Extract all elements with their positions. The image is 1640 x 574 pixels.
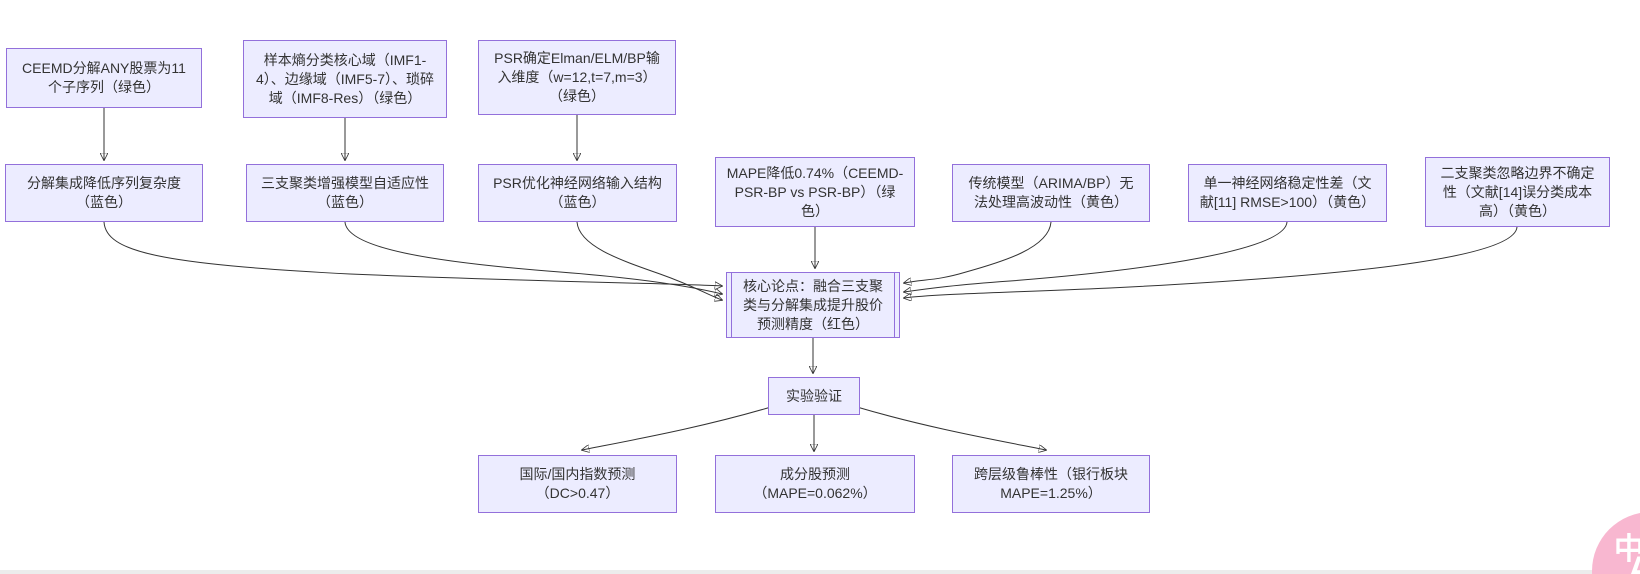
translate-button[interactable]: 中 A — [1592, 512, 1640, 574]
node-label: 二支聚类忽略边界不确定性（文献[14]误分类成本高）（黄色） — [1440, 164, 1595, 219]
node-two-way-clustering: 二支聚类忽略边界不确定性（文献[14]误分类成本高）（黄色） — [1425, 157, 1610, 227]
edge-twoway-to-core — [904, 226, 1518, 298]
node-single-network: 单一神经网络稳定性差（文献[11] RMSE>100）（黄色） — [1188, 164, 1387, 222]
node-psr-optimize: PSR优化神经网络输入结构（蓝色） — [478, 164, 677, 222]
edge-traditional-to-core — [904, 221, 1052, 283]
node-mape-reduction: MAPE降低0.74%（CEEMD-PSR-BP vs PSR-BP）（绿色） — [715, 157, 915, 227]
node-label: PSR优化神经网络输入结构（蓝色） — [493, 175, 662, 210]
edge-psropt-to-core — [576, 221, 722, 300]
node-decomposition-ensemble: 分解集成降低序列复杂度（蓝色） — [5, 164, 203, 222]
node-label: 实验验证 — [786, 387, 842, 404]
node-robustness: 跨层级鲁棒性（银行板块MAPE=1.25%） — [952, 455, 1150, 513]
node-label: CEEMD分解ANY股票为11个子序列（绿色） — [22, 60, 186, 95]
core-thesis-inner: 核心论点：融合三支聚类与分解集成提升股价预测精度（红色） — [731, 273, 895, 337]
node-label: 成分股预测（MAPE=0.062%） — [753, 466, 877, 501]
node-three-way-clustering: 三支聚类增强模型自适应性（蓝色） — [246, 164, 444, 222]
node-stock-prediction: 成分股预测（MAPE=0.062%） — [715, 455, 915, 513]
translate-icon: 中 — [1614, 533, 1640, 566]
edge-experiment-to-indexpred — [582, 406, 772, 450]
node-label: 分解集成降低序列复杂度（蓝色） — [27, 175, 181, 210]
node-label: 跨层级鲁棒性（银行板块MAPE=1.25%） — [974, 466, 1128, 501]
node-index-prediction: 国际/国内指数预测（DC>0.47） — [478, 455, 677, 513]
node-label: 传统模型（ARIMA/BP）无法处理高波动性（黄色） — [968, 175, 1134, 210]
node-label: 三支聚类增强模型自适应性（蓝色） — [261, 175, 429, 210]
edge-singlenn-to-core — [904, 221, 1288, 292]
node-psr-dimension: PSR确定Elman/ELM/BP输入维度（w=12,t=7,m=3）（绿色） — [478, 40, 676, 115]
node-label: 核心论点：融合三支聚类与分解集成提升股价预测精度（红色） — [743, 277, 883, 332]
node-sample-entropy: 样本熵分类核心域（IMF1-4）、边缘域（IMF5-7）、琐碎域（IMF8-Re… — [243, 40, 447, 118]
node-label: 国际/国内指数预测（DC>0.47） — [519, 466, 636, 501]
node-experiment-validation: 实验验证 — [768, 377, 860, 415]
edge-experiment-to-robustness — [856, 406, 1046, 450]
bottom-page-edge — [0, 570, 1640, 574]
node-core-thesis: 核心论点：融合三支聚类与分解集成提升股价预测精度（红色） — [726, 272, 900, 338]
node-traditional-models: 传统模型（ARIMA/BP）无法处理高波动性（黄色） — [952, 164, 1150, 222]
node-label: PSR确定Elman/ELM/BP输入维度（w=12,t=7,m=3）（绿色） — [494, 50, 660, 104]
node-ceemd-decompose: CEEMD分解ANY股票为11个子序列（绿色） — [6, 48, 202, 108]
node-label: MAPE降低0.74%（CEEMD-PSR-BP vs PSR-BP）（绿色） — [726, 164, 904, 219]
translate-icon-letter: A — [1628, 550, 1640, 574]
edge-threeway-to-core — [344, 221, 722, 294]
edge-decomp-to-core — [103, 221, 722, 286]
node-label: 样本熵分类核心域（IMF1-4）、边缘域（IMF5-7）、琐碎域（IMF8-Re… — [255, 51, 435, 106]
node-label: 单一神经网络稳定性差（文献[11] RMSE>100）（黄色） — [1199, 175, 1376, 210]
